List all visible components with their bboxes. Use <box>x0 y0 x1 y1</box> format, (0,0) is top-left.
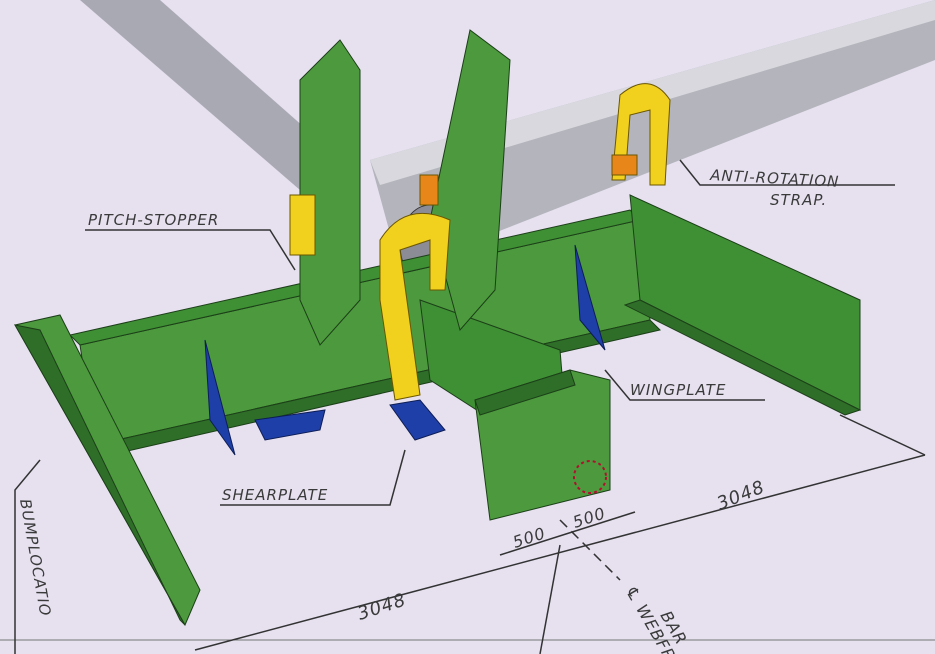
label-pitch-stopper: PITCH-STOPPER <box>88 211 219 229</box>
yellow-straps <box>289 83 671 401</box>
label-anti-rotation: ANTI-ROTATION <box>709 166 840 191</box>
dimension-3048-right: 3048 <box>714 477 768 515</box>
label-strap: STRAP. <box>770 191 827 209</box>
dimension-500-a: 500 <box>510 523 548 551</box>
steel-frame <box>14 29 862 627</box>
bump-location-marker <box>573 460 607 494</box>
dimension-500-b: 500 <box>570 503 608 531</box>
label-shearplate: SHEARPLATE <box>222 486 328 504</box>
label-wingplate: WINGPLATE <box>630 381 726 399</box>
blue-plates <box>204 244 606 456</box>
dimension-3048-left: 3048 <box>355 589 409 624</box>
label-bump-location: BUMPLOCATIO <box>16 498 54 618</box>
dimension-lines <box>14 159 926 654</box>
